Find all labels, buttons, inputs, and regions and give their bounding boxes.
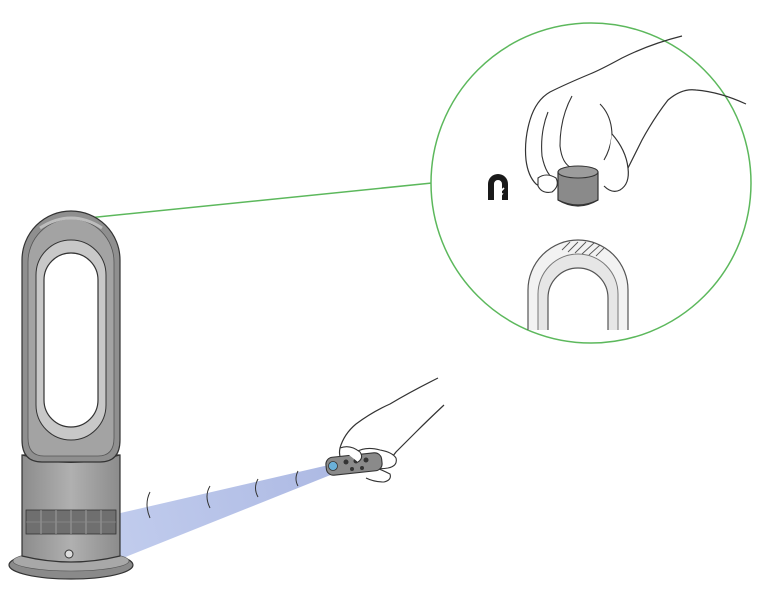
signal-waves xyxy=(146,470,299,519)
remote-control xyxy=(325,452,383,476)
fan-body xyxy=(21,454,121,563)
zoom-callout xyxy=(430,22,752,344)
fan-loop-opening xyxy=(43,252,99,428)
callout-connector-line xyxy=(67,182,433,221)
remote-closeup xyxy=(557,165,599,207)
hand-with-remote xyxy=(325,377,445,483)
air-intake-grille xyxy=(25,509,117,535)
fan-heater xyxy=(8,210,134,580)
magnet-icon xyxy=(488,174,508,202)
power-button xyxy=(64,549,74,559)
hand-placing-remote xyxy=(524,35,747,207)
fan-top-closeup xyxy=(527,239,629,330)
ir-beam xyxy=(112,464,333,560)
remote-dock-area xyxy=(561,241,605,257)
remote-power-button xyxy=(328,461,338,471)
